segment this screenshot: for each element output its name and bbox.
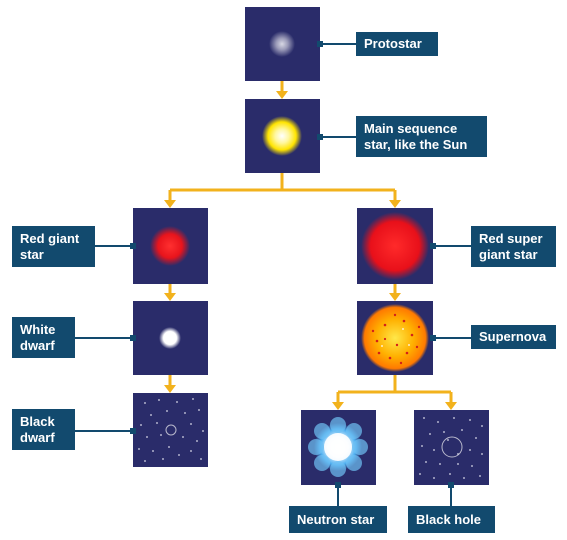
supernova-specks [371, 313, 421, 365]
black-dwarf-panel [133, 393, 208, 467]
label-white-dwarf: White dwarf [12, 317, 75, 358]
black-dwarf-ring [165, 424, 177, 436]
supernova-sparkles [381, 328, 410, 347]
connector-dot-supernova [430, 335, 436, 341]
label-white-dwarf-line1: White [20, 321, 56, 337]
label-main-sequence: Main sequence star, like the Sun [356, 116, 487, 157]
label-black-hole: Black hole [408, 506, 495, 533]
protostar-panel [245, 7, 320, 81]
arrow-lines [168, 81, 453, 403]
label-protostar-text: Protostar [364, 36, 422, 51]
label-neutron-star: Neutron star [289, 506, 387, 533]
label-neutron-star-text: Neutron star [297, 511, 375, 527]
black-dwarf-image [138, 398, 204, 462]
label-black-hole-text: Black hole [416, 511, 482, 527]
white-dwarf-image [159, 327, 181, 349]
label-supernova: Supernova [471, 325, 556, 349]
red-super-giant-image [361, 212, 429, 280]
neutron-star-panel [301, 410, 376, 485]
label-red-super-giant: Red super giant star [471, 226, 556, 267]
connector-neutron-star [337, 485, 339, 506]
connector-white-dwarf [75, 337, 133, 339]
black-dwarf-stars [138, 398, 204, 462]
connector-dot-black-dwarf [130, 428, 136, 434]
main-sequence-panel [245, 99, 320, 173]
neutron-star-image [308, 417, 368, 477]
supernova-panel [357, 301, 433, 375]
protostar-image [269, 31, 295, 57]
connector-red-giant [95, 245, 133, 247]
connector-protostar [320, 43, 356, 45]
label-main-sequence-line1: Main sequence [364, 120, 458, 136]
supernova-image [361, 304, 429, 372]
red-super-giant-panel [357, 208, 433, 284]
label-red-giant-line1: Red giant [20, 230, 80, 246]
black-hole-ring [441, 436, 463, 458]
black-hole-panel [414, 410, 489, 485]
label-red-super-giant-line1: Red super [479, 230, 543, 246]
connector-dot-black-hole [448, 482, 454, 488]
connector-main-sequence [320, 136, 356, 138]
label-main-sequence-line2: star, like the Sun [364, 136, 468, 152]
red-giant-panel [133, 208, 208, 284]
label-black-dwarf: Black dwarf [12, 409, 75, 450]
connector-supernova [433, 337, 471, 339]
label-white-dwarf-line2: dwarf [20, 337, 55, 353]
connector-dot-main-sequence [317, 134, 323, 140]
connector-dot-red-super-giant [430, 243, 436, 249]
sun-image [262, 116, 302, 156]
black-hole-stars [419, 417, 483, 479]
connector-dot-white-dwarf [130, 335, 136, 341]
red-giant-image [150, 226, 190, 266]
label-black-dwarf-line1: Black [20, 413, 55, 429]
connector-black-hole [450, 485, 452, 506]
arrow-heads [164, 91, 457, 410]
black-hole-image [419, 417, 483, 479]
connector-dot-neutron-star [335, 482, 341, 488]
connector-red-super-giant [433, 245, 471, 247]
label-red-giant-line2: star [20, 246, 44, 262]
connector-dot-red-giant [130, 243, 136, 249]
connector-dot-protostar [317, 41, 323, 47]
label-red-giant: Red giant star [12, 226, 95, 267]
label-protostar: Protostar [356, 32, 438, 56]
label-red-super-giant-line2: giant star [479, 246, 538, 262]
label-black-dwarf-line2: dwarf [20, 429, 55, 445]
connector-black-dwarf [75, 430, 133, 432]
label-supernova-text: Supernova [479, 329, 547, 344]
neutron-star-glow [308, 417, 368, 477]
white-dwarf-panel [133, 301, 208, 375]
